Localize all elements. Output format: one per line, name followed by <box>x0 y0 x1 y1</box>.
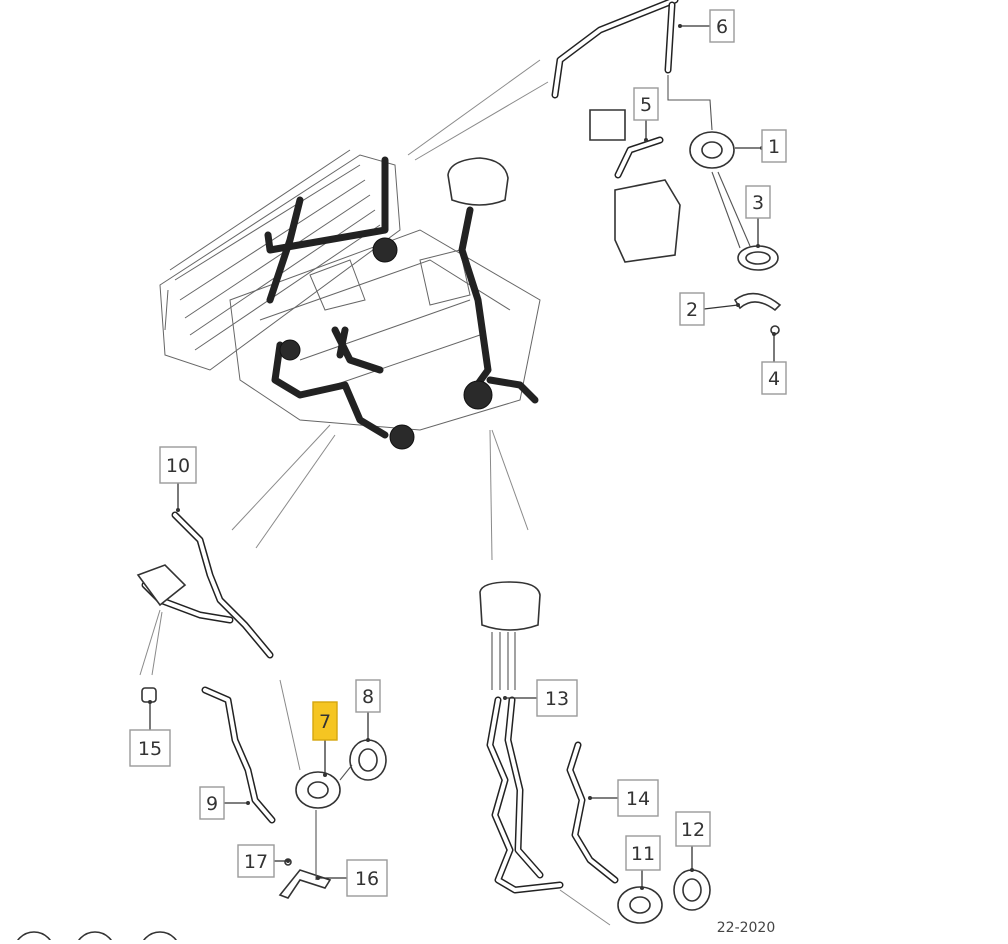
callout-16: 16 <box>316 859 388 897</box>
callout-box <box>679 292 705 326</box>
callout-number: 14 <box>626 788 650 810</box>
callout-9: 9 <box>199 786 250 820</box>
callout-3: 3 <box>745 185 771 248</box>
callout-number: 12 <box>681 819 705 841</box>
callout-1: 1 <box>735 129 787 163</box>
callout-number: 11 <box>631 843 655 865</box>
callout-leader-dot <box>588 796 592 800</box>
callout-leader-dot <box>246 801 250 805</box>
callout-5: 5 <box>633 87 659 142</box>
callout-box <box>199 786 225 820</box>
callout-box <box>237 844 275 878</box>
callout-number: 3 <box>752 192 764 214</box>
callout-box <box>536 679 578 717</box>
callout-number: 10 <box>166 455 190 477</box>
callout-number: 4 <box>768 368 780 390</box>
callout-number: 2 <box>686 299 698 321</box>
top-right-group <box>551 0 782 335</box>
callout-number: 9 <box>206 793 218 815</box>
callout-10: 10 <box>159 446 197 512</box>
callout-number: 13 <box>545 688 569 710</box>
callout-leader-dot <box>756 244 760 248</box>
bottom-left-group <box>136 511 387 899</box>
callout-leader-dot <box>366 738 370 742</box>
callout-leader-dot <box>148 700 152 704</box>
reference-lines <box>139 59 549 676</box>
callout-6: 6 <box>678 9 735 43</box>
callout-7: 7 <box>312 701 338 777</box>
callout-number: 5 <box>640 94 652 116</box>
partial-symbols <box>14 931 180 944</box>
callout-box <box>761 129 787 163</box>
engine-assembly <box>159 149 541 450</box>
callout-15: 15 <box>129 700 171 767</box>
callout-leader-dot <box>690 868 694 872</box>
bottom-right-group <box>479 581 711 926</box>
callout-leader-dot <box>316 876 320 880</box>
callout-box <box>745 185 771 219</box>
callout-leader-dot <box>772 332 776 336</box>
callout-number: 17 <box>244 851 268 873</box>
callout-leader-dot <box>644 138 648 142</box>
callout-number: 16 <box>355 868 379 890</box>
callout-box <box>675 811 711 847</box>
callout-4: 4 <box>761 332 787 395</box>
callout-8: 8 <box>355 679 381 742</box>
callout-leader-dot <box>286 859 290 863</box>
callout-14: 14 <box>588 779 659 817</box>
callout-box <box>312 701 338 741</box>
callout-number: 15 <box>138 738 162 760</box>
callout-leader-dot <box>176 508 180 512</box>
callout-leader-dot <box>678 24 682 28</box>
callout-17: 17 <box>237 844 290 878</box>
callout-12: 12 <box>675 811 711 872</box>
callout-box <box>709 9 735 43</box>
callout-leader-dot <box>736 303 740 307</box>
callout-leader-dot <box>640 886 644 890</box>
callout-number: 1 <box>768 136 780 158</box>
callout-2: 2 <box>679 292 740 326</box>
callout-number: 7 <box>319 711 331 733</box>
callout-11: 11 <box>625 835 661 890</box>
callout-leader-dot <box>323 773 327 777</box>
diagram-code: 22-2020 <box>717 920 776 936</box>
callout-box <box>761 361 787 395</box>
callout-leader-dot <box>503 696 507 700</box>
callout-leader-line <box>703 304 739 310</box>
callout-box <box>625 835 661 871</box>
callout-number: 8 <box>362 686 374 708</box>
callout-box <box>633 87 659 121</box>
callout-box <box>346 859 388 897</box>
callout-box <box>617 779 659 817</box>
callout-box <box>159 446 197 484</box>
callout-number: 6 <box>716 16 728 38</box>
callout-box <box>129 729 171 767</box>
callout-13: 13 <box>503 679 578 717</box>
callout-box <box>355 679 381 713</box>
